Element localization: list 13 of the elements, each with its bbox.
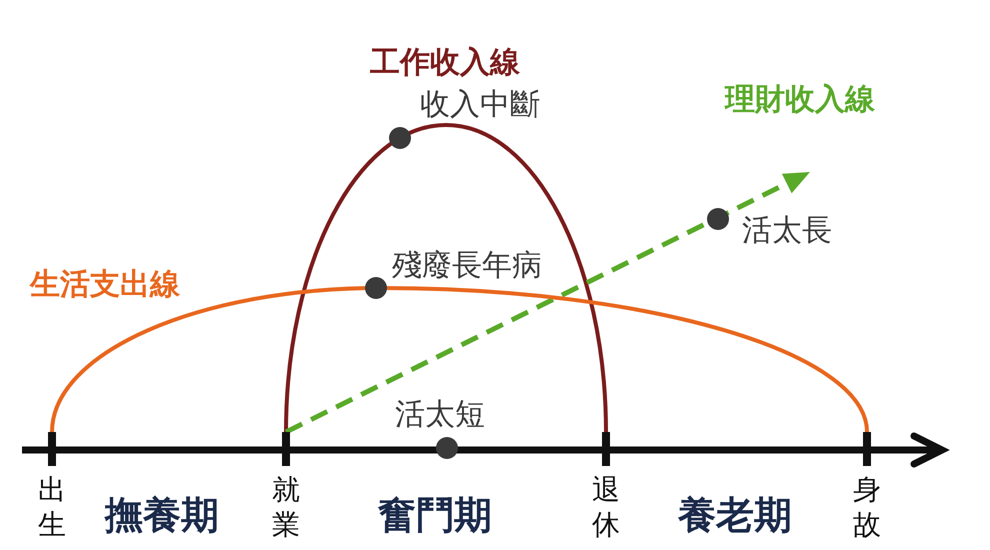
period-label: 撫養期 <box>105 493 219 537</box>
event-label: 殘廢長年病 <box>392 249 542 282</box>
edge-label: 生活支出線 <box>30 268 180 301</box>
event-label: 收入中斷 <box>420 88 540 121</box>
curve <box>50 286 869 432</box>
period-label: 養老期 <box>678 493 792 537</box>
event-label: 活太短 <box>395 398 485 431</box>
period-label: 奮鬥期 <box>378 493 492 537</box>
event-label: 活太長 <box>742 214 832 247</box>
edge-label: 理財收入線 <box>725 83 875 116</box>
curve <box>284 123 608 432</box>
edge-label: 工作收入線 <box>370 46 520 79</box>
dashed-arrow <box>284 172 810 434</box>
